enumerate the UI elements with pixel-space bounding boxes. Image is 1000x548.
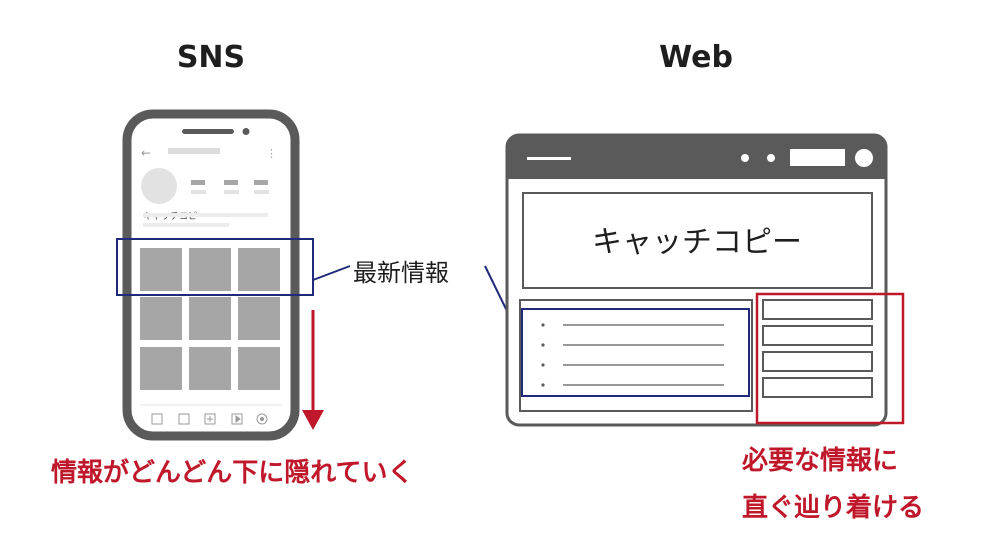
web-caption-line2: 直ぐ辿り着ける: [742, 493, 925, 523]
post-tile[interactable]: [140, 347, 182, 390]
smartphone: ← ⋮ キャッチコピー: [122, 109, 300, 441]
address-line: [527, 157, 571, 160]
sidenav-highlight: [755, 292, 905, 425]
latest-info-label: 最新情報: [353, 259, 449, 287]
stat-followers: [224, 180, 238, 185]
back-arrow-icon[interactable]: ←: [141, 146, 151, 160]
side-nav-item[interactable]: [762, 351, 873, 372]
add-icon[interactable]: [204, 413, 216, 425]
phone-camera: [242, 128, 250, 135]
browser-titlebar: [507, 135, 886, 179]
stat-posts: [191, 180, 205, 185]
stat-label: [224, 190, 239, 194]
phone-speaker: [182, 129, 234, 134]
stat-following: [254, 180, 268, 185]
avatar[interactable]: [141, 168, 177, 204]
side-nav-item[interactable]: [762, 377, 873, 398]
play-icon-glyph: [235, 415, 241, 423]
post-tile[interactable]: [140, 248, 182, 291]
news-bullet: [541, 383, 545, 387]
post-tile[interactable]: [189, 347, 231, 390]
username-placeholder: [168, 148, 220, 154]
scroll-arrow-head: [302, 410, 324, 430]
bottom-nav: [151, 413, 268, 425]
profile-icon-dot: [259, 416, 265, 422]
news-list: [541, 323, 724, 387]
browser-latest-highlight: [521, 308, 750, 397]
news-bullet: [541, 343, 545, 347]
play-icon[interactable]: [231, 413, 243, 425]
sns-caption: 情報がどんどん下に隠れていく: [51, 458, 414, 488]
side-nav-item[interactable]: [762, 299, 873, 320]
connector-phone: [312, 265, 351, 281]
news-bullet: [541, 323, 545, 327]
post-tile[interactable]: [238, 248, 280, 291]
browser-window: キャッチコピー: [505, 133, 888, 427]
post-tile[interactable]: [238, 297, 280, 340]
side-nav: [762, 299, 873, 398]
side-nav-item[interactable]: [762, 325, 873, 346]
news-bullet: [541, 363, 545, 367]
news-area: [519, 299, 753, 412]
stat-label: [254, 190, 269, 194]
phone-latest-highlight: [116, 238, 314, 296]
post-tile[interactable]: [189, 248, 231, 291]
post-tile[interactable]: [140, 297, 182, 340]
bio-line: [143, 213, 268, 217]
post-tile[interactable]: [189, 297, 231, 340]
web-heading: Web: [659, 40, 733, 75]
user-circle-icon[interactable]: [855, 149, 873, 167]
stat-label: [191, 190, 206, 194]
more-icon[interactable]: ⋮: [266, 147, 277, 160]
home-icon[interactable]: [151, 413, 163, 425]
bio-line: [143, 223, 229, 227]
hero-area: [522, 192, 873, 289]
post-tile[interactable]: [238, 347, 280, 390]
hero-catchcopy: キャッチコピー: [592, 225, 802, 260]
post-grid: [140, 248, 280, 390]
web-caption-line1: 必要な情報に: [742, 446, 899, 476]
sns-heading: SNS: [176, 40, 246, 75]
window-dot-icon[interactable]: [741, 154, 749, 162]
search-icon[interactable]: [178, 413, 190, 425]
profile-icon[interactable]: [256, 413, 268, 425]
window-dot-icon[interactable]: [767, 154, 775, 162]
search-box[interactable]: [790, 149, 845, 166]
